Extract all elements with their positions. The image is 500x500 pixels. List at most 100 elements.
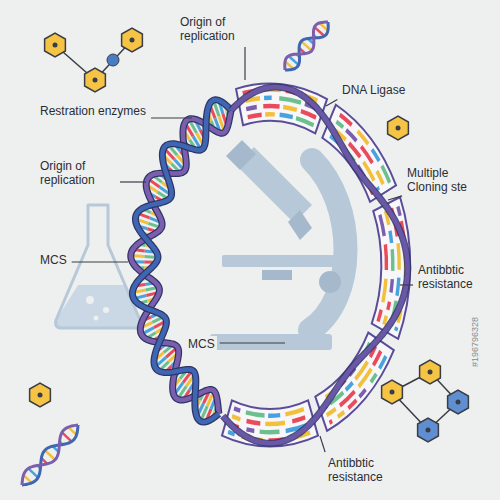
atom-dot — [426, 428, 431, 433]
dna-strand — [285, 22, 328, 70]
hexagon-atom — [382, 380, 403, 404]
molecule-icon — [388, 116, 409, 140]
gene-bar — [345, 381, 354, 392]
leader-line — [151, 117, 192, 118]
microscope-knob — [319, 271, 341, 293]
base-pair — [289, 56, 299, 65]
gene-bar — [335, 120, 344, 129]
strand-outline — [132, 100, 231, 422]
leader-line — [320, 436, 325, 452]
ribbon-strand — [223, 87, 408, 443]
gene-bar — [394, 326, 398, 331]
resistance-label: Antibbtic resistance — [326, 455, 414, 485]
gene-bar — [268, 413, 280, 418]
dna-strand — [132, 100, 231, 422]
flask-bubble — [86, 296, 94, 304]
enzyme-label: Restration enzymes — [38, 103, 148, 119]
microscope-silhouette — [210, 140, 346, 350]
gene-bar — [264, 96, 272, 101]
gene-bar — [380, 165, 391, 184]
atom-dot — [396, 126, 401, 131]
gene-bar — [386, 301, 391, 310]
gene-bar — [292, 415, 306, 423]
site-label: Multiple Cloning ste — [405, 165, 481, 195]
microscope-stage — [222, 255, 340, 267]
base-pair — [28, 468, 38, 477]
gene-bar — [232, 414, 241, 421]
origin-label: Origin of replication — [38, 158, 117, 188]
gene-bar — [370, 373, 378, 384]
watermark-text: #196796328 — [469, 315, 481, 369]
microscope-base — [210, 334, 332, 350]
microscope-condenser — [262, 270, 292, 280]
gene-bar — [247, 112, 261, 119]
gene-bar — [260, 429, 280, 434]
microscope-arm — [310, 160, 346, 330]
origin-label: Origin of replication — [178, 14, 262, 44]
hexagon-atom — [45, 33, 66, 57]
hexagon-atom — [448, 390, 469, 414]
gene-bar — [358, 388, 367, 399]
gene-bar — [337, 410, 345, 419]
gene-bar — [371, 148, 381, 162]
leader-line — [72, 261, 128, 262]
dna-snippet — [22, 425, 78, 485]
bond-node — [107, 54, 119, 66]
gene-bar — [396, 206, 402, 217]
gene-bar — [246, 419, 260, 426]
gene-bar — [381, 279, 387, 303]
leader-line — [120, 181, 146, 182]
gene-bar — [356, 129, 369, 145]
atom-dot — [428, 370, 433, 375]
hexagon-atom — [418, 418, 439, 442]
dna-strand — [285, 22, 328, 70]
site-label: MCS — [38, 252, 69, 268]
leader-line — [388, 196, 402, 200]
atom-dot — [456, 400, 461, 405]
gene-bar — [263, 104, 280, 109]
gene-bar — [279, 96, 301, 105]
base-pair — [23, 475, 31, 483]
gene-bar — [265, 112, 275, 117]
gene-bands — [222, 83, 410, 446]
dna-helix — [131, 100, 231, 422]
leader-line — [326, 99, 337, 106]
gene-bar — [265, 421, 285, 427]
gene-bar — [326, 407, 337, 417]
resistance-label: Antibbtic resistance — [416, 262, 490, 292]
gene-bar — [246, 410, 265, 417]
gene-bar — [378, 355, 387, 370]
gene-bar — [345, 128, 357, 142]
microscope-eyepiece — [226, 140, 256, 170]
hexagon-atom — [388, 116, 409, 140]
gene-bar — [301, 109, 317, 120]
atom-dot — [130, 38, 135, 43]
gene-bar — [378, 214, 386, 236]
hexagon-atom — [85, 68, 106, 92]
dna-snippet — [285, 22, 328, 70]
atom-dot — [53, 43, 58, 48]
gene-bar — [360, 145, 374, 164]
gene-bar — [376, 309, 382, 322]
molecule-icon — [382, 360, 469, 442]
base-pair — [62, 432, 72, 441]
hexagon-atom — [122, 28, 143, 52]
ribbon-outline — [223, 87, 408, 443]
base-pair — [68, 427, 76, 435]
gene-bar — [391, 249, 395, 271]
molecule-icon — [45, 28, 143, 92]
base-pair — [45, 450, 55, 460]
base-pair — [314, 27, 324, 36]
gene-segment — [322, 105, 396, 202]
gene-bar — [388, 230, 393, 243]
dna-strand — [22, 425, 78, 485]
gene-bar — [279, 113, 293, 120]
gene-bar — [339, 113, 353, 127]
dna-strand — [22, 425, 78, 485]
molecule-icon — [30, 383, 51, 407]
atom-dot — [38, 393, 43, 398]
gene-bar — [233, 406, 240, 413]
flask-bubble — [94, 316, 99, 321]
